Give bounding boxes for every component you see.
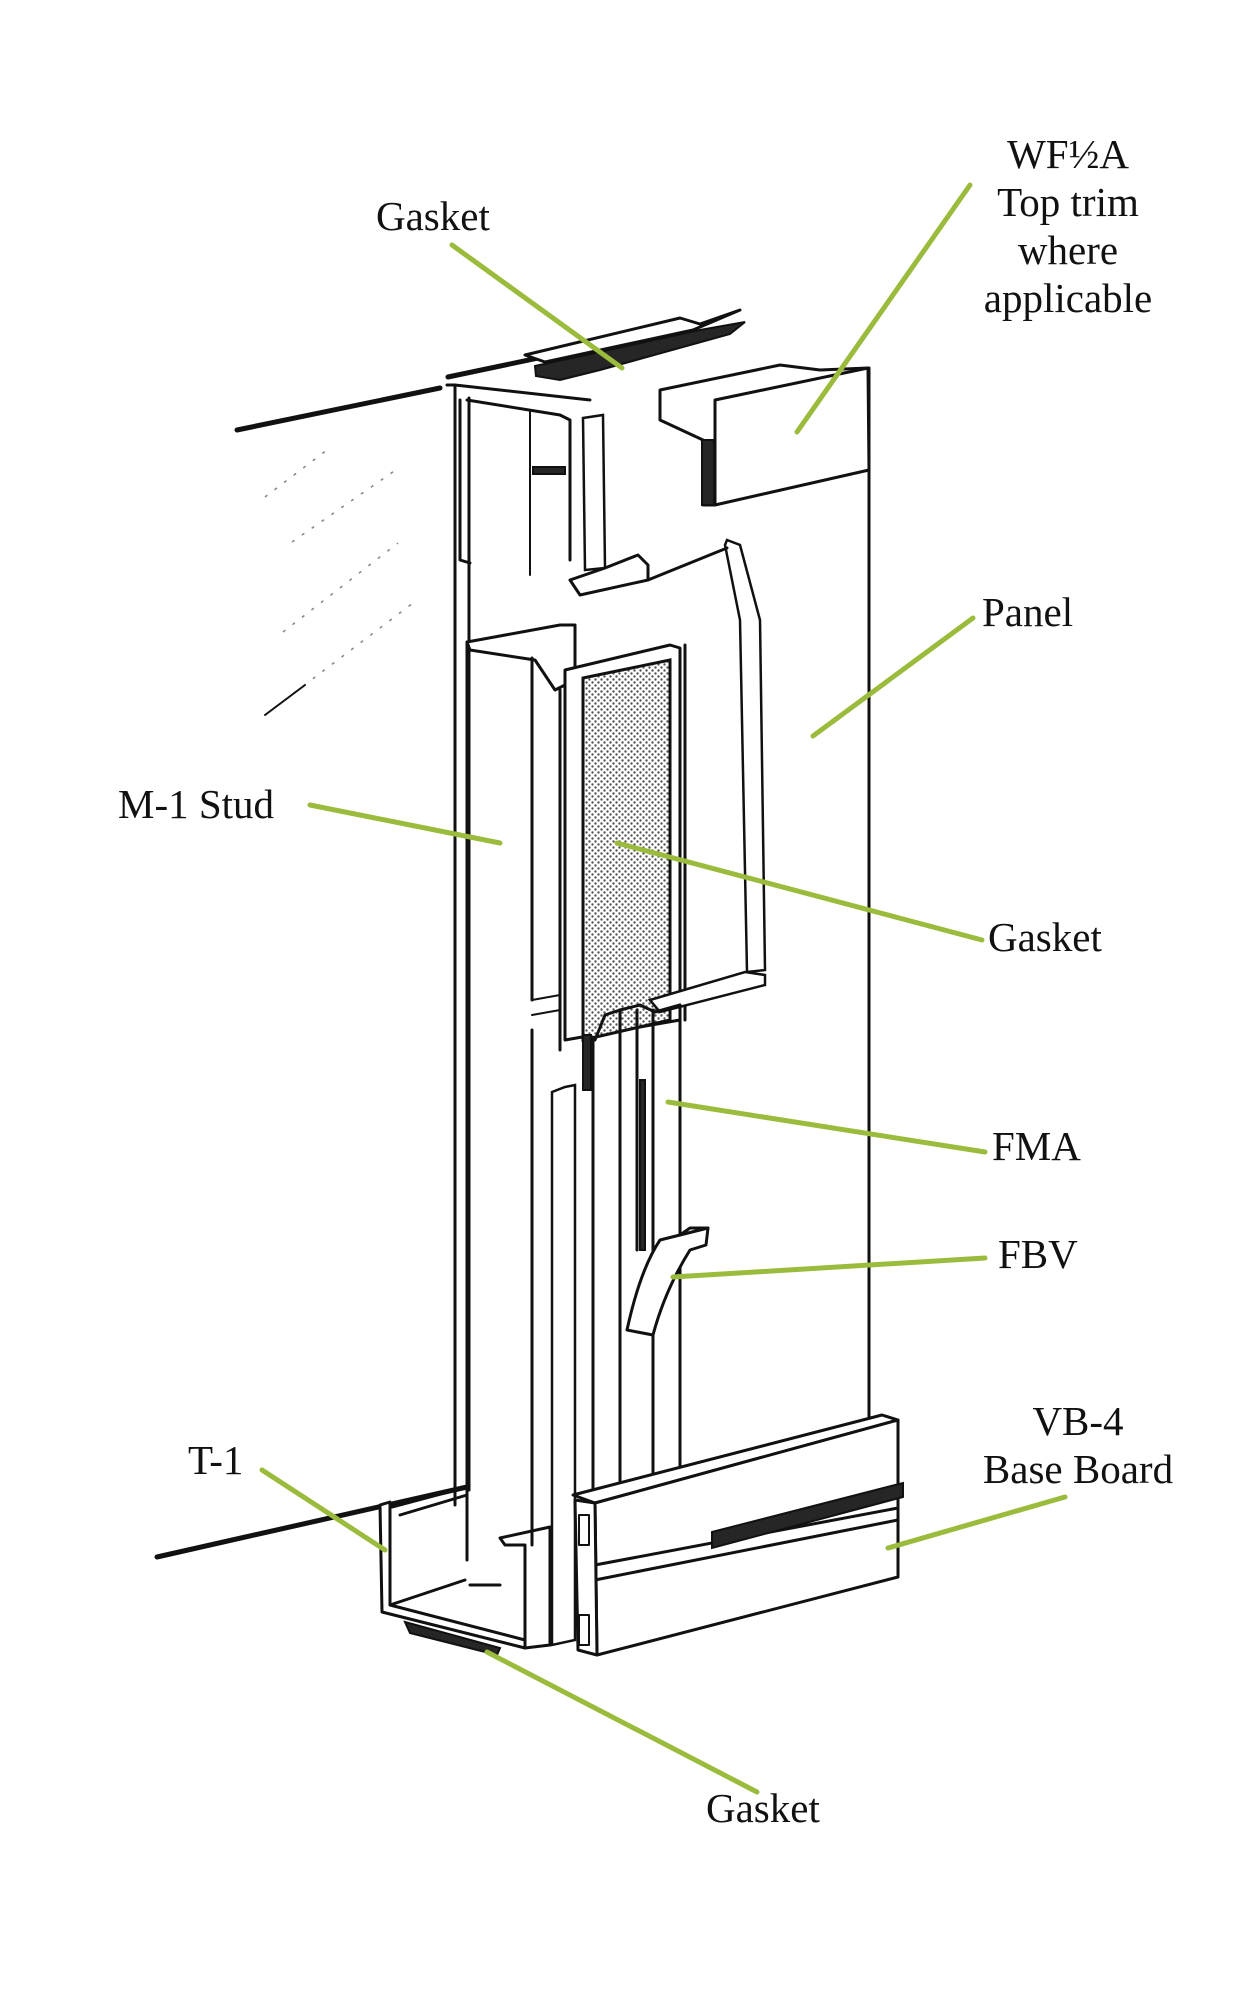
leader-panel [810,615,976,739]
label-top-trim: WF½A Top trim where applicable [960,130,1176,322]
label-top-trim-line3: where [1017,227,1119,273]
mesh-gasket [563,643,687,1042]
vb4-base-board [571,1413,904,1657]
m1-stud [465,623,577,1562]
label-base-board: VB-4 Base Board [960,1397,1196,1493]
leader-top-gasket [449,242,625,371]
label-top-trim-line2: Top trim [997,179,1139,225]
fbv-profile [625,1226,710,1337]
leader-lines [259,182,1068,1795]
label-top-trim-code: WF½A [1007,131,1129,177]
label-top-trim-line4: applicable [983,275,1153,321]
leader-stud [307,802,503,846]
leader-mid-gasket [614,840,985,943]
floor-line [154,1484,470,1560]
leader-fbv [670,1255,988,1280]
leader-fma [665,1099,988,1155]
fma-profile [582,1003,682,1494]
label-fbv: FBV [998,1231,1078,1277]
label-top-gasket: Gasket [376,193,490,239]
top-trim-block [658,363,871,507]
label-panel: Panel [982,589,1074,635]
perspective-shading [264,449,414,716]
label-fma: FMA [992,1123,1081,1169]
leader-top-trim [794,182,973,435]
leader-track [259,1467,388,1553]
label-base-board-code: VB-4 [1032,1398,1124,1444]
top-left-channel [458,398,572,576]
label-stud: M-1 Stud [118,781,275,827]
label-bottom-gasket: Gasket [706,1785,820,1831]
gypsum-strip-lower [550,1083,577,1647]
label-track: T-1 [188,1437,244,1483]
t1-track [378,1485,552,1657]
leader-base-board [885,1494,1068,1551]
label-base-board-name: Base Board [982,1446,1174,1492]
label-mid-gasket: Gasket [988,914,1102,960]
gypsum-profile-top [568,413,767,974]
ceiling-line [234,385,443,433]
top-gasket-strip [523,308,746,382]
panel-body [445,366,871,1507]
leader-bottom-gasket [484,1649,760,1795]
